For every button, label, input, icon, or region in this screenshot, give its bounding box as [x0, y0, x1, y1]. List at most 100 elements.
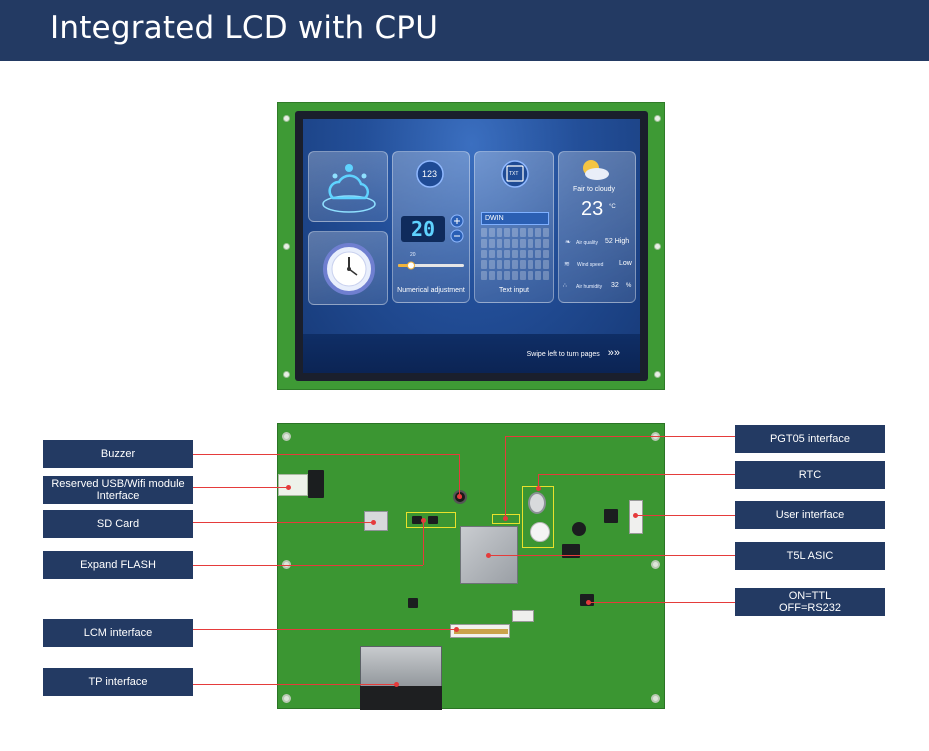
clock-icon	[323, 243, 375, 295]
label-rtc: RTC	[735, 461, 885, 489]
txt-file-icon	[501, 160, 529, 188]
mount-hole	[654, 115, 661, 122]
mount-hole	[283, 115, 290, 122]
pointer-expand-flash	[423, 520, 424, 565]
lcd-bezel: 123 20 20 Numerical adjustment	[295, 111, 648, 381]
label-usb-wifi: Reserved USB/Wifi module Interface	[43, 476, 193, 504]
pointer-usb-wifi	[193, 487, 288, 488]
label-rs232-line: OFF=RS232	[778, 602, 842, 614]
mount-hole	[654, 243, 661, 250]
wind-icon: ≋	[564, 261, 570, 268]
pointer-dot	[503, 516, 508, 521]
lcd-module-front: 123 20 20 Numerical adjustment	[277, 102, 665, 390]
title-banner: Integrated LCD with CPU	[0, 0, 929, 61]
humidity-value: 32	[611, 282, 619, 289]
chevrons-right-icon: »»	[607, 347, 620, 359]
pointer-buzzer	[193, 454, 459, 455]
mount-hole	[651, 694, 660, 703]
mount-hole	[282, 694, 291, 703]
pointer-pgt05	[505, 436, 506, 518]
sun-cloud-icon	[583, 160, 609, 180]
flash-chip	[412, 516, 422, 524]
mount-hole	[651, 560, 660, 569]
label-t5l-asic: T5L ASIC	[735, 542, 885, 570]
pointer-lcm	[193, 629, 456, 630]
flash-highlight	[406, 512, 456, 528]
pointer-dot	[586, 600, 591, 605]
pointer-pgt05	[505, 436, 735, 437]
ic-chip	[562, 544, 580, 558]
wind-value: Low	[619, 260, 632, 267]
value-slider[interactable]	[393, 258, 471, 278]
pointer-buzzer	[459, 454, 460, 496]
humidity-icon: ∴	[563, 283, 567, 289]
lcm-small-connector	[512, 610, 534, 622]
text-input-label: Text input	[499, 287, 529, 294]
pointer-dot	[633, 513, 638, 518]
wind-label: Wind speed	[577, 262, 604, 268]
air-quality-label: Air quality	[576, 240, 598, 246]
lcd-screen: 123 20 20 Numerical adjustment	[303, 119, 640, 373]
pointer-dot	[286, 485, 291, 490]
pointer-dot	[536, 486, 541, 491]
text-input-field[interactable]: DWIN	[481, 212, 549, 225]
page-title: Integrated LCD with CPU	[50, 10, 439, 46]
label-ttl-rs232: ON=TTL OFF=RS232	[735, 588, 885, 616]
temperature-value: 23	[581, 198, 604, 220]
pointer-rtc	[538, 474, 539, 488]
ic-chip	[604, 509, 618, 523]
screen-footer: Swipe left to turn pages »»	[303, 334, 640, 373]
lcm-ribbon-connector	[450, 624, 510, 638]
temperature-unit: °C	[609, 204, 616, 210]
label-expand-flash: Expand FLASH	[43, 551, 193, 579]
label-tp-interface: TP interface	[43, 668, 193, 696]
numerical-label: Numerical adjustment	[397, 287, 465, 294]
mount-hole	[282, 560, 291, 569]
label-sd-card: SD Card	[43, 510, 193, 538]
rtc-capacitor	[528, 492, 546, 514]
air-quality-value: 52 High	[605, 238, 630, 245]
on-screen-keyboard[interactable]	[481, 228, 549, 280]
clock-card	[308, 231, 388, 305]
cloud-icon	[322, 164, 376, 213]
pointer-sd-card	[193, 522, 373, 523]
mount-hole	[282, 432, 291, 441]
weather-title: Fair to cloudy	[573, 186, 616, 193]
slider-value: 20	[410, 252, 416, 258]
pcb-back	[277, 423, 665, 710]
text-input-card[interactable]: TXT DWIN Text input	[474, 151, 554, 303]
weather-card: Fair to cloudy 23 °C ❧ Air quality 52 Hi…	[558, 151, 636, 303]
rtc-coin-cell	[530, 522, 550, 542]
flash-chip	[428, 516, 438, 524]
mount-hole	[283, 371, 290, 378]
number-badge-icon	[416, 160, 444, 188]
plus-minus-stepper[interactable]	[449, 214, 465, 244]
mount-hole	[654, 371, 661, 378]
numerical-card[interactable]: 123 20 20 Numerical adjustment	[392, 151, 470, 303]
pointer-ttl	[588, 602, 735, 603]
pointer-tp	[193, 684, 396, 685]
pointer-expand-flash	[193, 565, 423, 566]
txt-badge-text: TXT	[509, 171, 519, 177]
usb-wifi-pad	[278, 474, 308, 496]
swipe-hint-row[interactable]: Swipe left to turn pages »»	[527, 347, 620, 359]
pointer-asic	[488, 555, 735, 556]
pointer-dot	[394, 682, 399, 687]
inductor	[572, 522, 586, 536]
pointer-dot	[486, 553, 491, 558]
label-lcm-interface: LCM interface	[43, 619, 193, 647]
tp-connector-pins	[360, 686, 442, 710]
sd-card-slot	[364, 511, 388, 531]
usb-header-chip	[308, 470, 324, 498]
mount-hole	[283, 243, 290, 250]
number-badge-text: 123	[422, 169, 438, 179]
number-display: 20	[401, 216, 445, 242]
air-quality-icon: ❧	[565, 239, 571, 246]
label-user-interface: User interface	[735, 501, 885, 529]
humidity-unit: %	[626, 283, 632, 289]
pgt05-highlight	[492, 514, 520, 524]
label-pgt05-interface: PGT05 interface	[735, 425, 885, 453]
label-ttl-line: ON=TTL	[788, 590, 832, 602]
label-buzzer: Buzzer	[43, 440, 193, 468]
pointer-rtc	[538, 474, 735, 475]
